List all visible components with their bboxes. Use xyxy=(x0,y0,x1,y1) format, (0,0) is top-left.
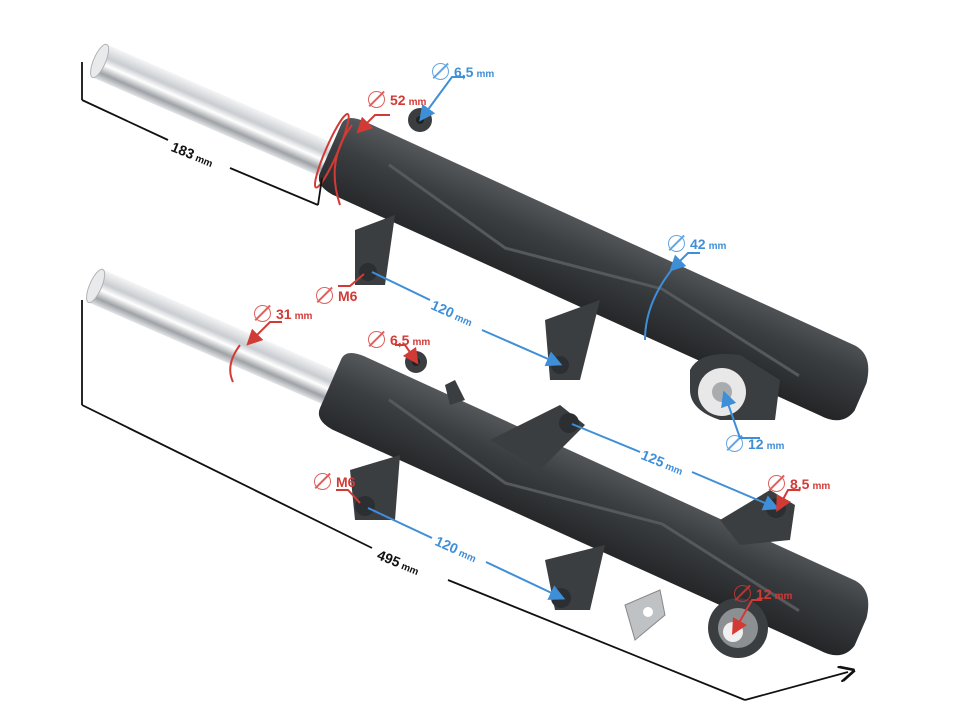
lower-top-hole-label: 6,5 mm xyxy=(368,328,430,348)
diameter-icon xyxy=(368,331,385,348)
upper-tube-diameter-label: 52 mm xyxy=(368,88,426,108)
diameter-icon xyxy=(668,235,685,252)
diameter-icon xyxy=(734,585,751,602)
upper-axle-hole-label: 12 mm xyxy=(726,432,784,452)
lower-caliper-hole-label: 8,5 mm xyxy=(768,472,830,492)
upper-fork-leg xyxy=(90,43,869,421)
dim-line-495 xyxy=(81,300,848,701)
lower-mount-thread-label: M6 xyxy=(314,470,355,490)
diameter-icon xyxy=(368,91,385,108)
diameter-icon xyxy=(254,305,271,322)
upper-body-diameter-label: 42 mm xyxy=(668,232,726,252)
lower-axle-hole-label: 12 mm xyxy=(734,582,792,602)
upper-mount-thread-label: M6 xyxy=(316,284,357,304)
diameter-icon xyxy=(314,473,331,490)
diameter-icon xyxy=(316,287,333,304)
diameter-icon xyxy=(768,475,785,492)
dim-line-183 xyxy=(81,62,323,206)
diameter-icon xyxy=(726,435,743,452)
upper-top-hole-label: 6,5 mm xyxy=(432,60,494,80)
lower-tube-diameter-label: 31 mm xyxy=(254,302,312,322)
diameter-icon xyxy=(432,63,449,80)
